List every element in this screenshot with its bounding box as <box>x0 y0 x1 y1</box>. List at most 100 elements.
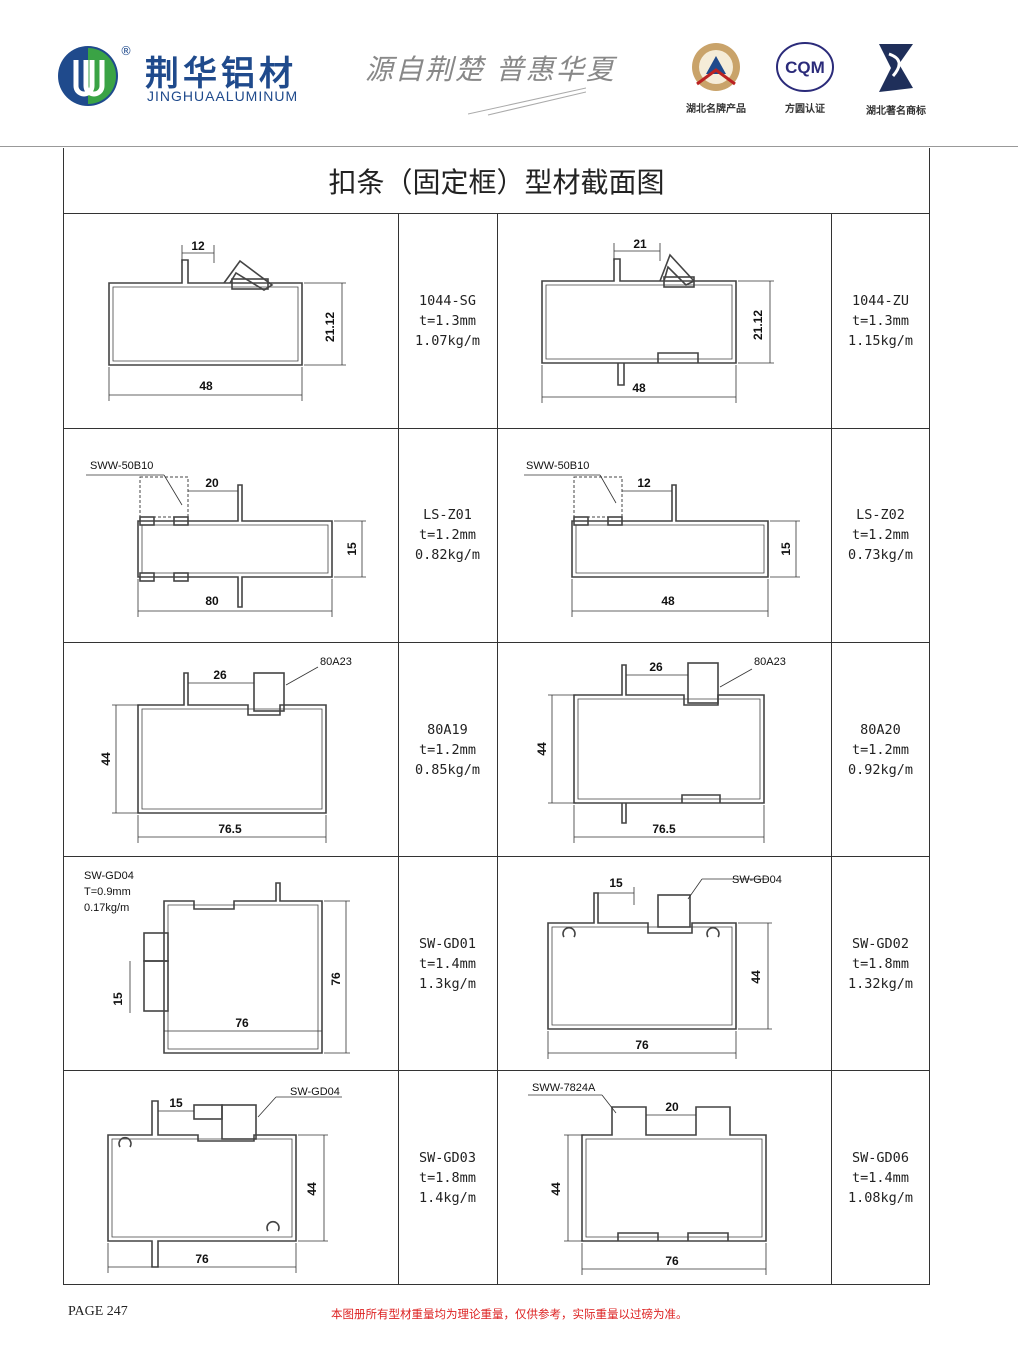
row-divider <box>63 428 930 429</box>
profile-drawing-1044-sg: 12 21.12 48 <box>108 239 346 401</box>
dim-length: 76 <box>235 1016 249 1030</box>
dim-length: 76 <box>195 1252 209 1266</box>
dim-height: 44 <box>99 752 113 766</box>
profile-drawing-1044-zu: 21 21.12 48 <box>541 237 774 403</box>
cqm-certification-icon: CQM <box>776 42 834 92</box>
hubei-brand-medal-icon <box>692 43 740 91</box>
badge-famous-trademark: 湖北著名商标 <box>856 40 936 117</box>
dim-height: 76 <box>329 972 343 986</box>
profile-weight: 1.08kg/m <box>847 1190 914 1206</box>
dim-length: 76 <box>635 1038 649 1052</box>
profile-weight: 0.92kg/m <box>847 762 914 778</box>
spec-cell: SW-GD01 t=1.4mm 1.3kg/m <box>398 934 497 994</box>
spec-cell: LS-Z01 t=1.2mm 0.82kg/m <box>398 505 497 565</box>
profile-code: SW-GD02 <box>852 936 909 952</box>
dim-width: 20 <box>665 1100 679 1114</box>
dim-length: 48 <box>661 594 675 608</box>
profile-weight: 1.3kg/m <box>419 976 476 992</box>
dim-width: 12 <box>637 476 651 490</box>
dim-height: 44 <box>749 970 763 984</box>
profile-drawing-sw-gd02: SW-GD04 15 44 76 <box>547 874 782 1059</box>
ref-thickness: T=0.9mm <box>84 886 131 898</box>
dim-length: 48 <box>632 381 646 395</box>
weight-disclaimer: 本图册所有型材重量均为理论重量，仅供参考，实际重量以过磅为准。 <box>331 1307 688 1321</box>
row-divider <box>63 642 930 643</box>
dim-length: 76.5 <box>652 822 676 836</box>
profile-weight: 1.15kg/m <box>847 333 914 349</box>
dim-width: 12 <box>191 239 205 253</box>
ref-profile-label: 80A23 <box>754 656 786 668</box>
ref-profile-label: 80A23 <box>320 656 352 668</box>
profile-weight: 0.82kg/m <box>414 547 481 563</box>
brand-name-en: JINGHUAALUMINUM <box>147 88 299 104</box>
profile-weight: 1.4kg/m <box>419 1190 476 1206</box>
dim-width: 20 <box>205 476 219 490</box>
column-divider <box>831 214 832 1285</box>
dim-height: 44 <box>305 1182 319 1196</box>
dim-length: 80 <box>205 594 219 608</box>
profile-thickness: t=1.2mm <box>419 527 476 543</box>
ref-profile-label: SW-GD04 <box>290 1086 340 1098</box>
dim-height: 15 <box>779 542 793 556</box>
row-divider <box>63 1070 930 1071</box>
column-divider <box>398 214 399 1285</box>
dim-length: 76 <box>665 1254 679 1268</box>
profile-code: 1044-ZU <box>852 293 909 309</box>
profile-thickness: t=1.2mm <box>419 742 476 758</box>
row-divider <box>63 856 930 857</box>
ref-weight: 0.17kg/m <box>84 902 129 914</box>
profile-weight: 1.07kg/m <box>414 333 481 349</box>
badge-label: 方圆认证 <box>785 104 825 115</box>
profile-thickness: t=1.4mm <box>852 1170 909 1186</box>
profile-thickness: t=1.4mm <box>419 956 476 972</box>
dim-width: 26 <box>213 668 227 682</box>
jinghua-logo-icon <box>58 46 118 106</box>
famous-trademark-icon <box>879 44 913 92</box>
profile-drawing-sw-gd01: SW-GD04 T=0.9mm 0.17kg/m 15 76 76 <box>84 870 350 1054</box>
profile-weight: 0.85kg/m <box>414 762 481 778</box>
ref-profile-label: SWW-7824A <box>532 1082 596 1094</box>
profile-weight: 1.32kg/m <box>847 976 914 992</box>
header-divider <box>0 146 1018 147</box>
profile-drawing-80a20: 80A23 26 44 76.5 <box>535 656 786 843</box>
badge-label: 湖北名牌产品 <box>686 104 746 115</box>
profile-code: SW-GD01 <box>419 936 476 952</box>
cqm-mark: CQM <box>785 58 825 77</box>
badge-label: 湖北著名商标 <box>866 106 926 117</box>
page-number: PAGE 247 <box>68 1304 128 1319</box>
dim-width: 26 <box>649 660 663 674</box>
dim-height: 44 <box>535 742 549 756</box>
dim-offset: 15 <box>111 992 125 1006</box>
dim-height: 21.12 <box>323 312 337 342</box>
dim-width: 21 <box>633 237 647 251</box>
ref-profile-label: SW-GD04 <box>732 874 782 886</box>
ref-profile-label: SW-GD04 <box>84 870 134 882</box>
profile-drawing-ls-z02: SWW-50B10 12 15 48 <box>524 460 800 617</box>
profile-thickness: t=1.8mm <box>419 1170 476 1186</box>
dim-length: 76.5 <box>218 822 242 836</box>
profile-weight: 0.73kg/m <box>847 547 914 563</box>
dim-height: 21.12 <box>751 310 765 340</box>
profile-code: LS-Z01 <box>423 507 472 523</box>
profile-table <box>63 148 930 1285</box>
slogan: 源自荆楚 普惠华夏 <box>365 53 616 86</box>
dim-width: 15 <box>169 1096 183 1110</box>
profile-code: SW-GD03 <box>419 1150 476 1166</box>
profile-code: 80A19 <box>427 722 468 738</box>
badge-hubei-brand: 湖北名牌产品 <box>676 40 756 115</box>
profile-code: 1044-SG <box>419 293 476 309</box>
page-title: 扣条（固定框）型材截面图 <box>63 148 930 214</box>
column-divider <box>497 214 498 1285</box>
badge-cqm: CQM 方圆认证 <box>770 40 840 115</box>
dim-height: 15 <box>345 542 359 556</box>
spec-cell: SW-GD03 t=1.8mm 1.4kg/m <box>398 1148 497 1208</box>
profile-drawing-sw-gd03: SW-GD04 15 44 76 <box>107 1086 342 1273</box>
dim-height: 44 <box>549 1182 563 1196</box>
profile-code: LS-Z02 <box>856 507 905 523</box>
profile-drawing-ls-z01: SWW-50B10 20 15 80 <box>86 460 366 617</box>
